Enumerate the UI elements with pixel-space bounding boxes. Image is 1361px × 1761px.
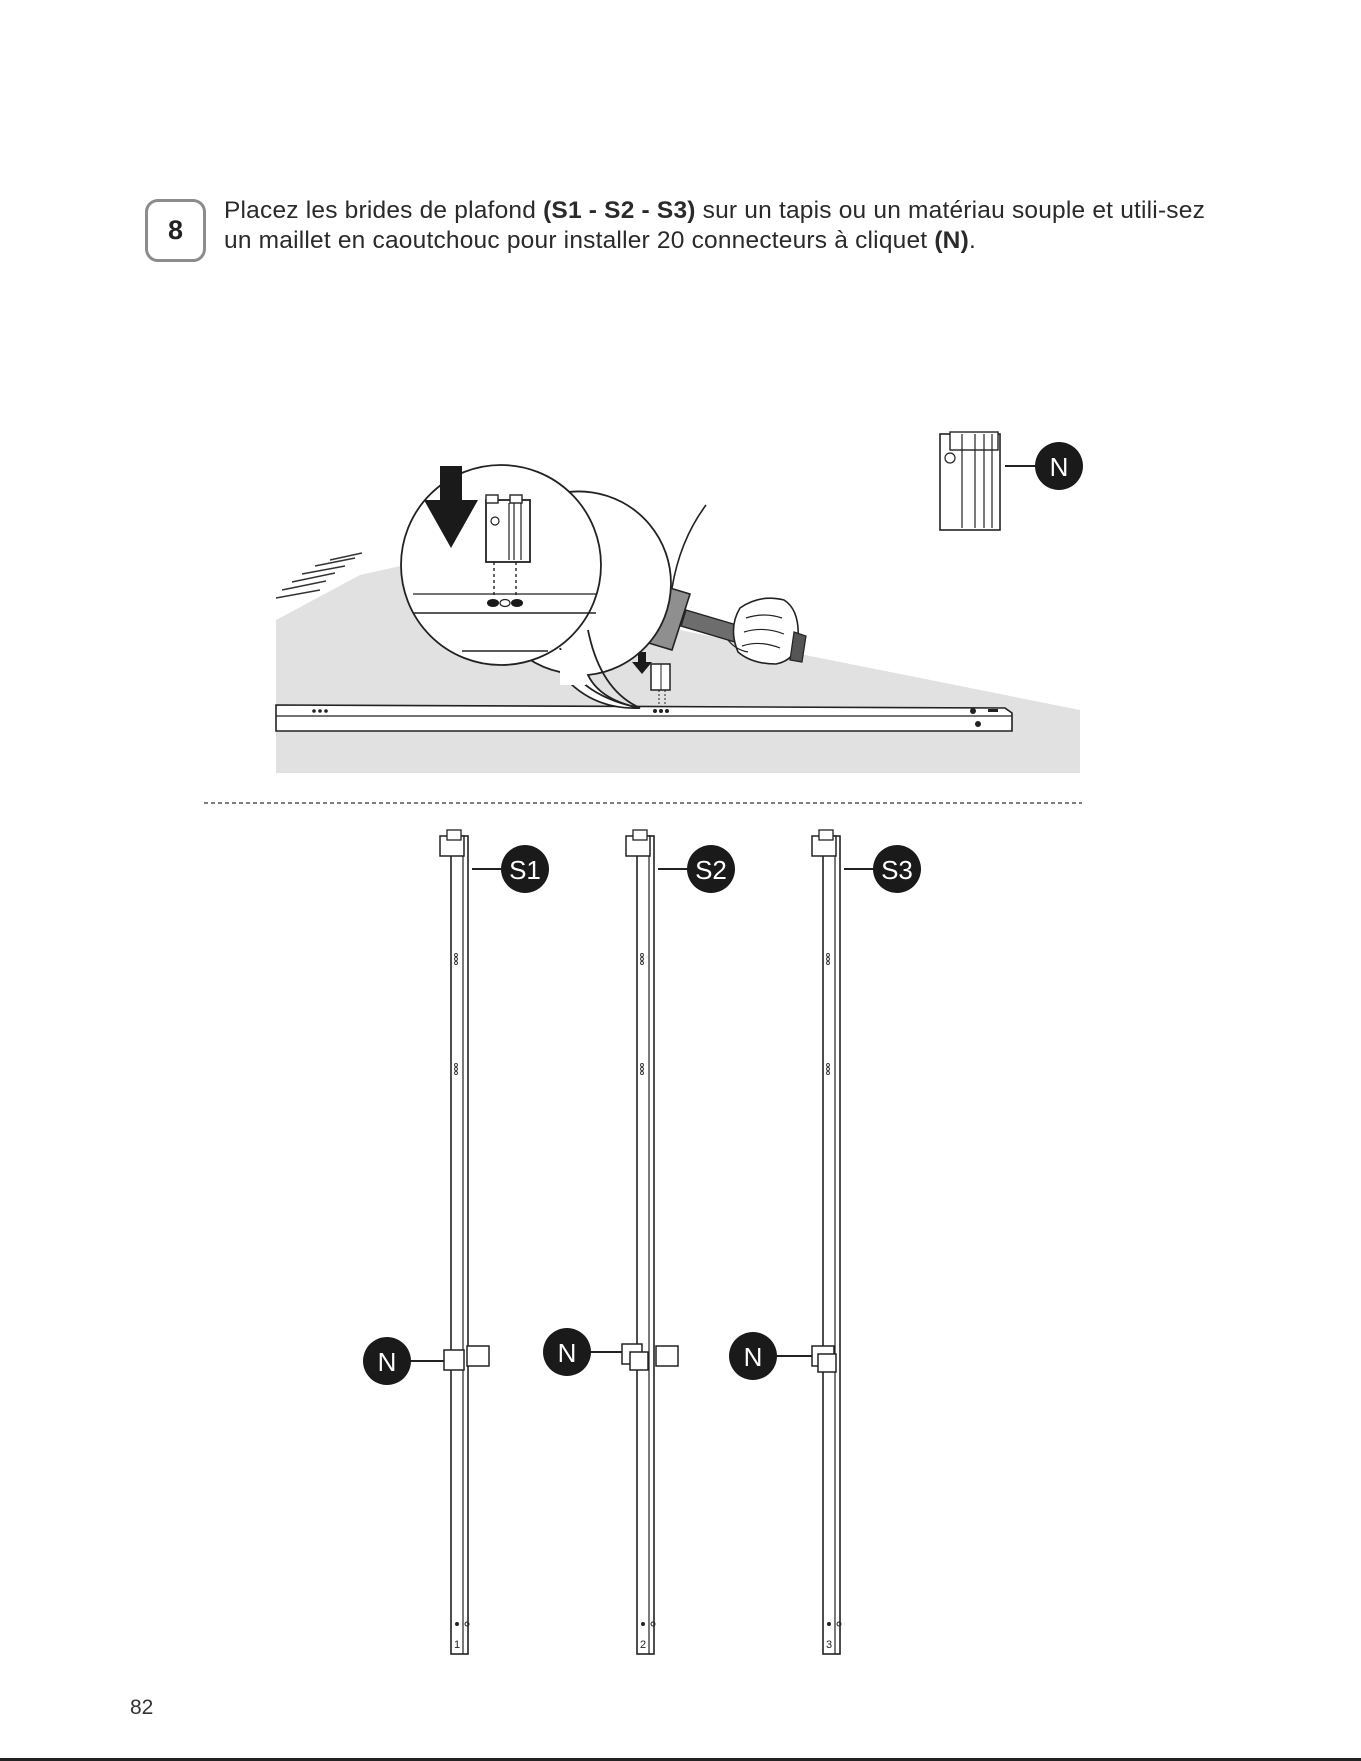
callout-s1: S1 bbox=[501, 845, 549, 893]
connector-reference bbox=[940, 432, 1036, 530]
bar-number-3: 3 bbox=[826, 1639, 832, 1651]
svg-text:N: N bbox=[378, 1347, 397, 1377]
callout-s2: S2 bbox=[687, 845, 735, 893]
hand-icon bbox=[728, 598, 806, 664]
svg-text:N: N bbox=[744, 1342, 763, 1372]
callout-connector-s2: N bbox=[543, 1328, 591, 1376]
bar-number-2: 2 bbox=[640, 1639, 646, 1651]
mat-scene bbox=[276, 505, 1080, 775]
callout-connector-s3: N bbox=[729, 1332, 777, 1380]
svg-text:S2: S2 bbox=[695, 855, 727, 885]
bar-number-1: 1 bbox=[454, 1639, 460, 1651]
hammer-motion-line bbox=[672, 505, 706, 588]
ceiling-bracket-s1: 1 bbox=[410, 830, 502, 1654]
svg-text:S1: S1 bbox=[509, 855, 541, 885]
ceiling-bracket-s3: 3 bbox=[776, 830, 874, 1654]
svg-text:N: N bbox=[1050, 452, 1069, 482]
callout-connector-top: N bbox=[1035, 442, 1083, 490]
page-number: 82 bbox=[130, 1696, 153, 1720]
ceiling-bracket-on-mat bbox=[276, 705, 1012, 731]
callout-s3: S3 bbox=[873, 845, 921, 893]
ceiling-bracket-s2: 2 bbox=[590, 830, 688, 1654]
callout-connector-s1: N bbox=[363, 1337, 411, 1385]
svg-text:S3: S3 bbox=[881, 855, 913, 885]
svg-text:N: N bbox=[558, 1338, 577, 1368]
